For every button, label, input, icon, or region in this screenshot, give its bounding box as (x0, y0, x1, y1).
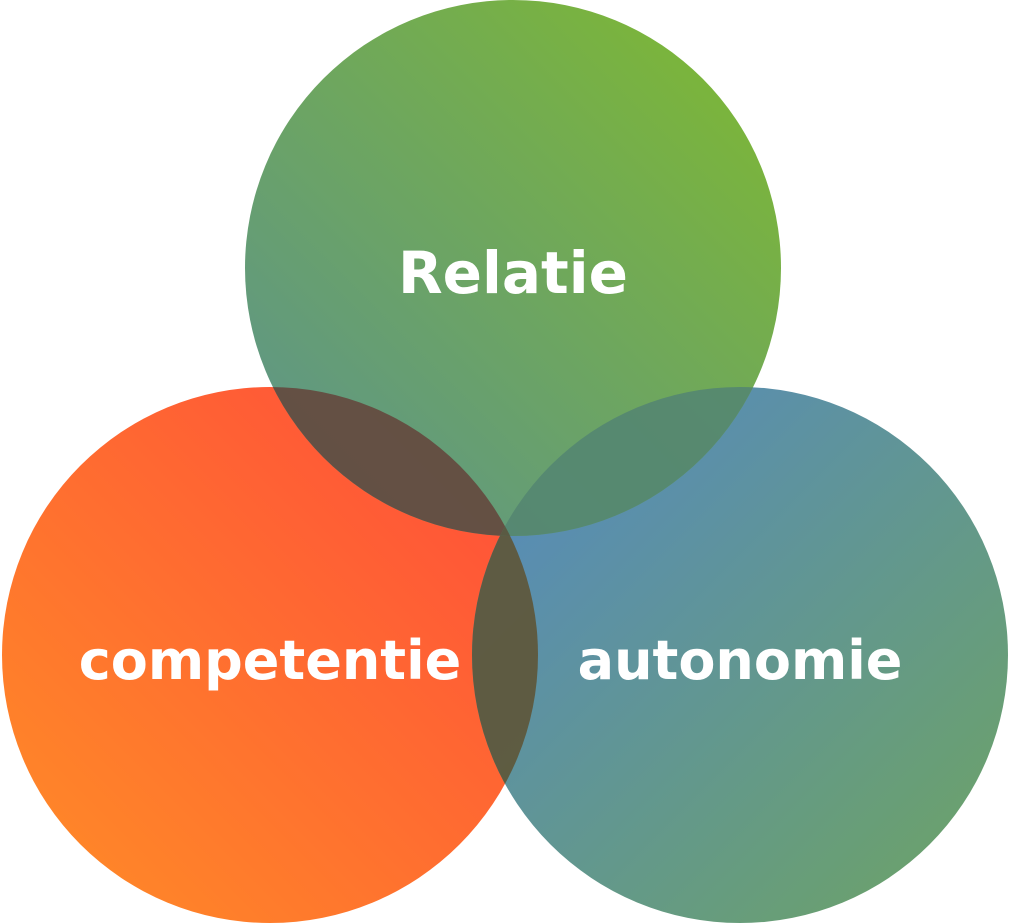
circle-competentie (2, 387, 538, 923)
label-competentie: competentie (79, 629, 461, 692)
label-relatie: Relatie (398, 239, 628, 307)
circle-relatie (245, 0, 781, 536)
circle-autonomie (472, 387, 1008, 923)
label-autonomie: autonomie (578, 629, 903, 692)
